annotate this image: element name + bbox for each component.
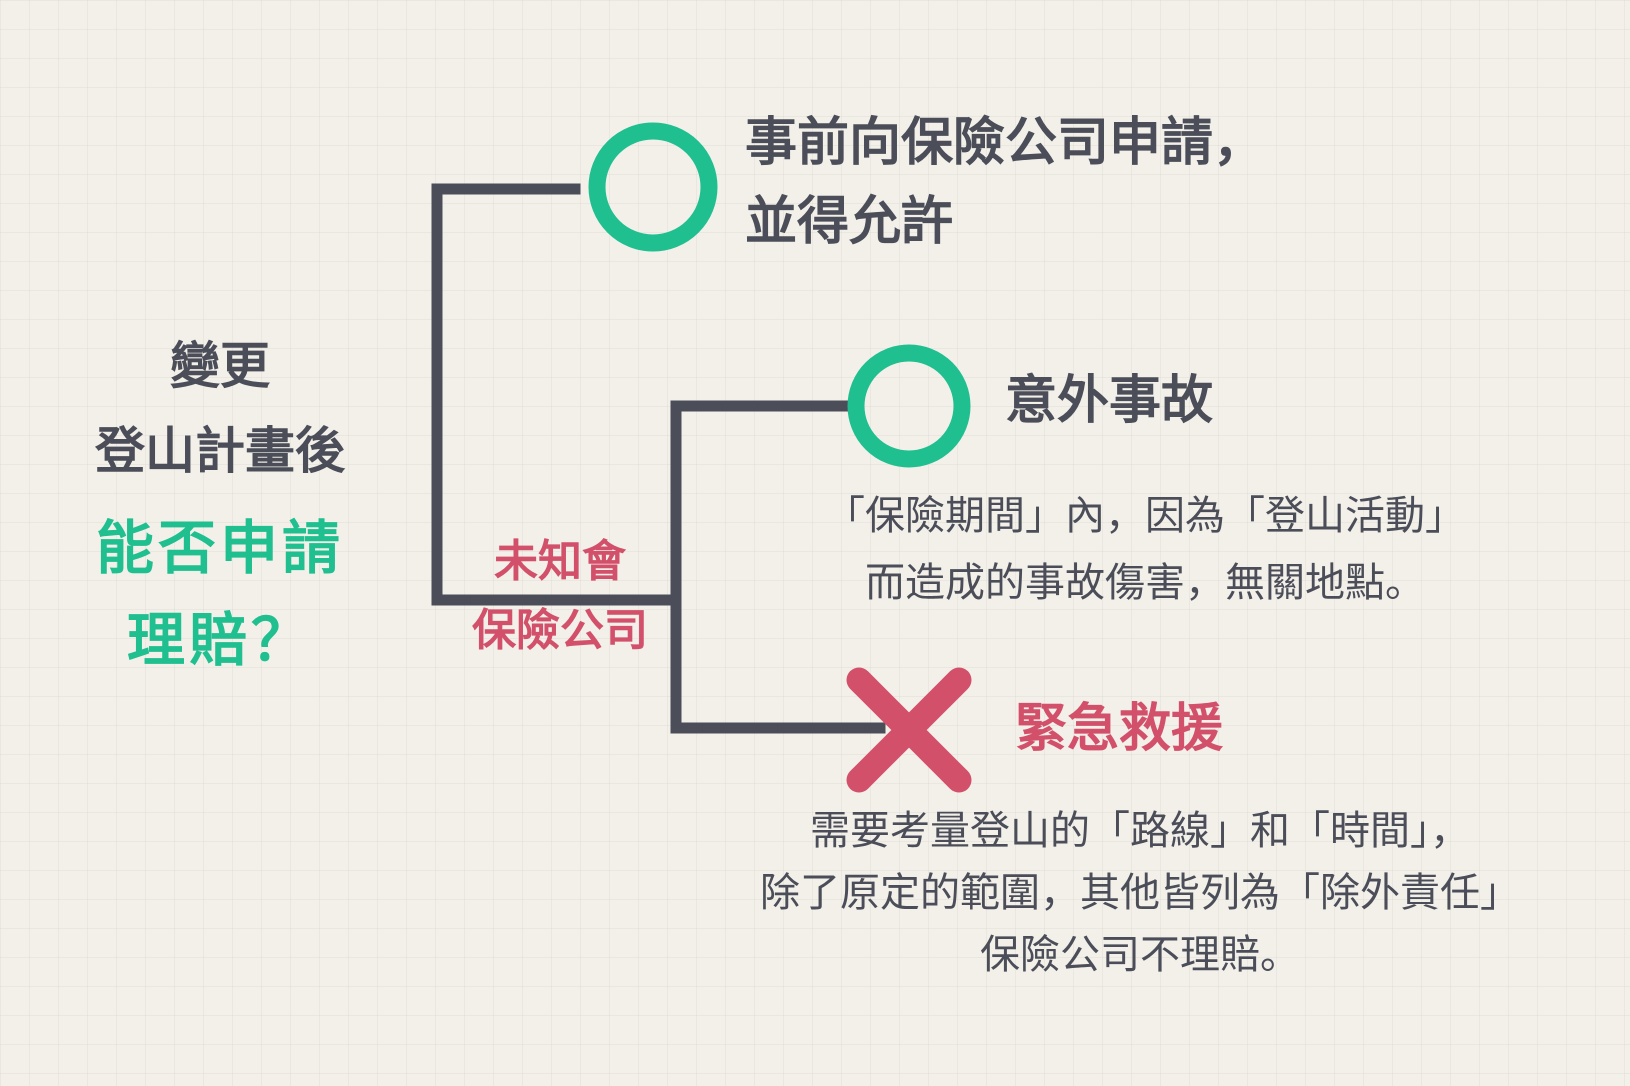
sub-branch-connector [670, 400, 886, 734]
branch-3-title: 緊急救援 [1015, 699, 1224, 759]
condition-line-2: 保險公司 [472, 605, 648, 656]
branch-2-desc-line-1: 「保險期間」內，因為「登山活動」 [825, 493, 1465, 539]
branch-3-desc-line-1: 需要考量登山的「路線」和「時間」， [810, 808, 1470, 854]
branch-2-title: 意外事故 [1005, 371, 1214, 431]
branch-1-title-line-1: 事前向保險公司申請， [745, 113, 1266, 173]
question-line-2: 登山計畫後 [95, 422, 345, 480]
approved-circle-icon [847, 344, 971, 468]
condition-line-1: 未知會 [494, 536, 626, 587]
branch-2-desc-line-2: 而造成的事故傷害，無關地點。 [865, 560, 1425, 606]
approved-circle-icon [588, 122, 718, 252]
branch-1-title-line-2: 並得允許 [745, 192, 954, 252]
denied-cross-icon [846, 667, 972, 793]
branch-3-desc-line-2: 除了原定的範圍，其他皆列為「除外責任」 [760, 870, 1520, 916]
question-line-4: 理賠？ [126, 606, 313, 674]
question-line-1: 變更 [170, 337, 270, 395]
branch-3-desc-line-3: 保險公司不理賠。 [980, 932, 1300, 978]
question-line-3: 能否申請 [95, 514, 344, 582]
trunk-connector [431, 183, 682, 606]
